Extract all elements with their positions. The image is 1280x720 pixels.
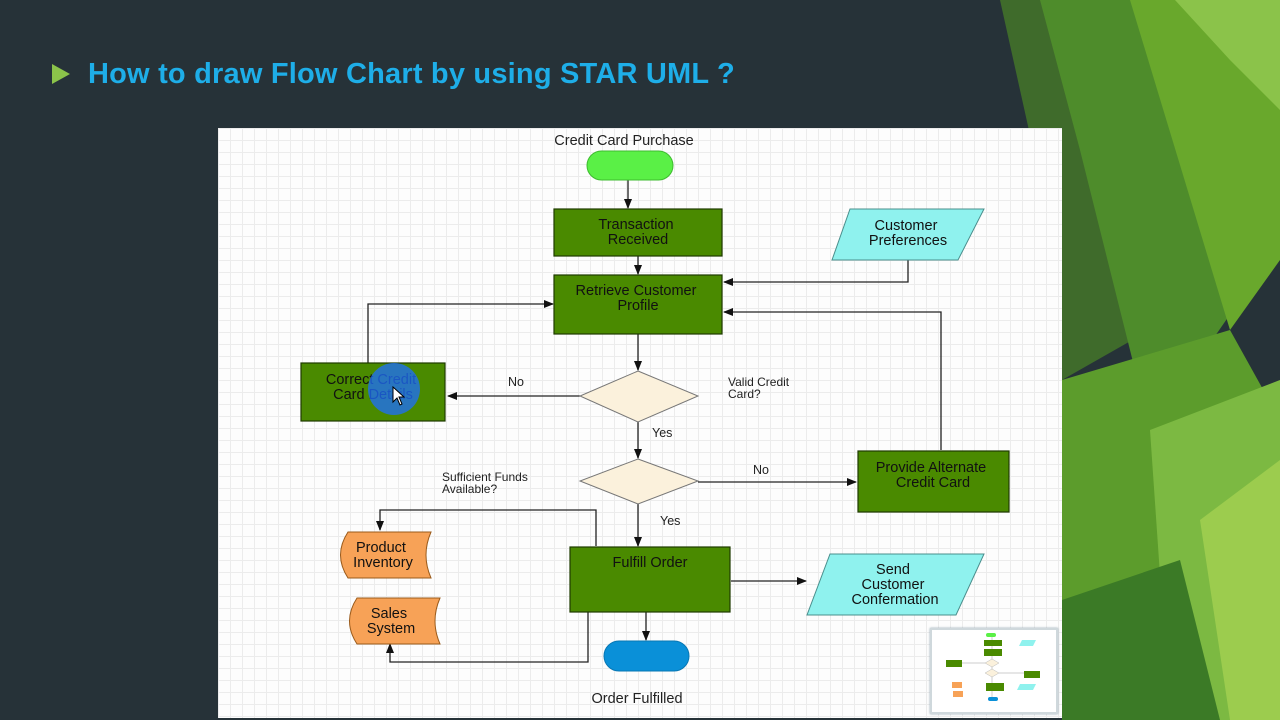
diagram-overview-thumbnail[interactable] [930,628,1058,714]
thumbnail-preview [946,633,1040,701]
edge-fulfill-to-inventory [376,509,597,546]
transaction-label-line2: Received [608,232,668,248]
funds-question-line1: Sufficient Funds [442,470,528,484]
alternate-label-line2: Credit Card [896,475,970,491]
send-label-line2: Customer [862,577,925,593]
send-label-line3: Confermation [851,592,938,608]
slide-title-text: How to draw Flow Chart by using STAR UML… [88,57,735,90]
inventory-label-line2: Inventory [353,555,413,571]
diagram-canvas: Credit Card Purchase Order Fulfilled Tra… [218,128,1062,718]
transaction-received-box[interactable] [553,208,723,257]
funds-question-line2: Available? [442,482,497,496]
valid-question-line2: Card? [728,387,761,401]
svg-text:Customer Preferences: Customer Preferences [869,218,947,249]
customer-preferences-data[interactable] [831,208,985,261]
sales-system-storage[interactable] [349,597,441,645]
edge-label-valid-no: No [508,375,524,389]
edge-alternate-to-retrieve [723,308,942,450]
svg-text:Transaction Received: Transaction Received [598,217,677,248]
send-confirmation-data[interactable] [806,553,985,616]
svg-text:Send Customer Conf: Send Customer Confermation [851,562,938,608]
alternate-label-line1: Provide Alternate [876,460,986,476]
svg-text:Valid Credit Card?: Valid Credit Card? [728,375,792,401]
retrieve-label-line2: Profile [617,298,658,314]
inventory-label-line1: Product [356,540,406,556]
preferences-label-line2: Preferences [869,233,947,249]
sales-label-line2: System [367,621,415,637]
start-label: Credit Card Purchase [554,133,693,149]
send-label-line1: Send [876,562,910,578]
alternate-card-box[interactable] [857,450,1010,513]
edge-label-funds-no: No [753,463,769,477]
transaction-label-line1: Transaction [598,217,673,233]
end-label: Order Fulfilled [591,691,682,707]
slide-title: How to draw Flow Chart by using STAR UML… [52,54,735,94]
preferences-label-line1: Customer [875,218,938,234]
svg-text:Sufficient Funds Availab: Sufficient Funds Available? [442,470,531,496]
edge-correct-to-retrieve [367,300,554,363]
fulfill-label: Fulfill Order [613,555,688,571]
retrieve-label-line1: Retrieve Customer [576,283,697,299]
valid-card-decision[interactable] [578,370,700,423]
edges [367,180,942,663]
mouse-pointer-icon [392,386,406,406]
funds-decision[interactable] [578,458,700,505]
edge-preferences-to-retrieve [723,260,909,286]
end-terminator[interactable] [603,640,690,672]
fulfill-order-box[interactable] [569,546,731,613]
edge-label-funds-yes: Yes [660,514,680,528]
valid-question-line1: Valid Credit [728,375,790,389]
svg-text:Sales System: Sales System [367,606,415,637]
bullet-triangle-icon [52,64,70,84]
edge-fulfill-to-sales [386,612,589,663]
svg-text:Provide Alternate Credit: Provide Alternate Credit Card [876,460,990,491]
svg-text:Product Inventory: Product Inventory [353,540,413,571]
retrieve-profile-box[interactable] [553,274,723,335]
product-inventory-storage[interactable] [340,531,432,579]
start-terminator[interactable] [586,150,674,181]
sales-label-line1: Sales [371,606,407,622]
svg-text:Retrieve Customer Profil: Retrieve Customer Profile [576,283,701,314]
edge-label-valid-yes: Yes [652,426,672,440]
